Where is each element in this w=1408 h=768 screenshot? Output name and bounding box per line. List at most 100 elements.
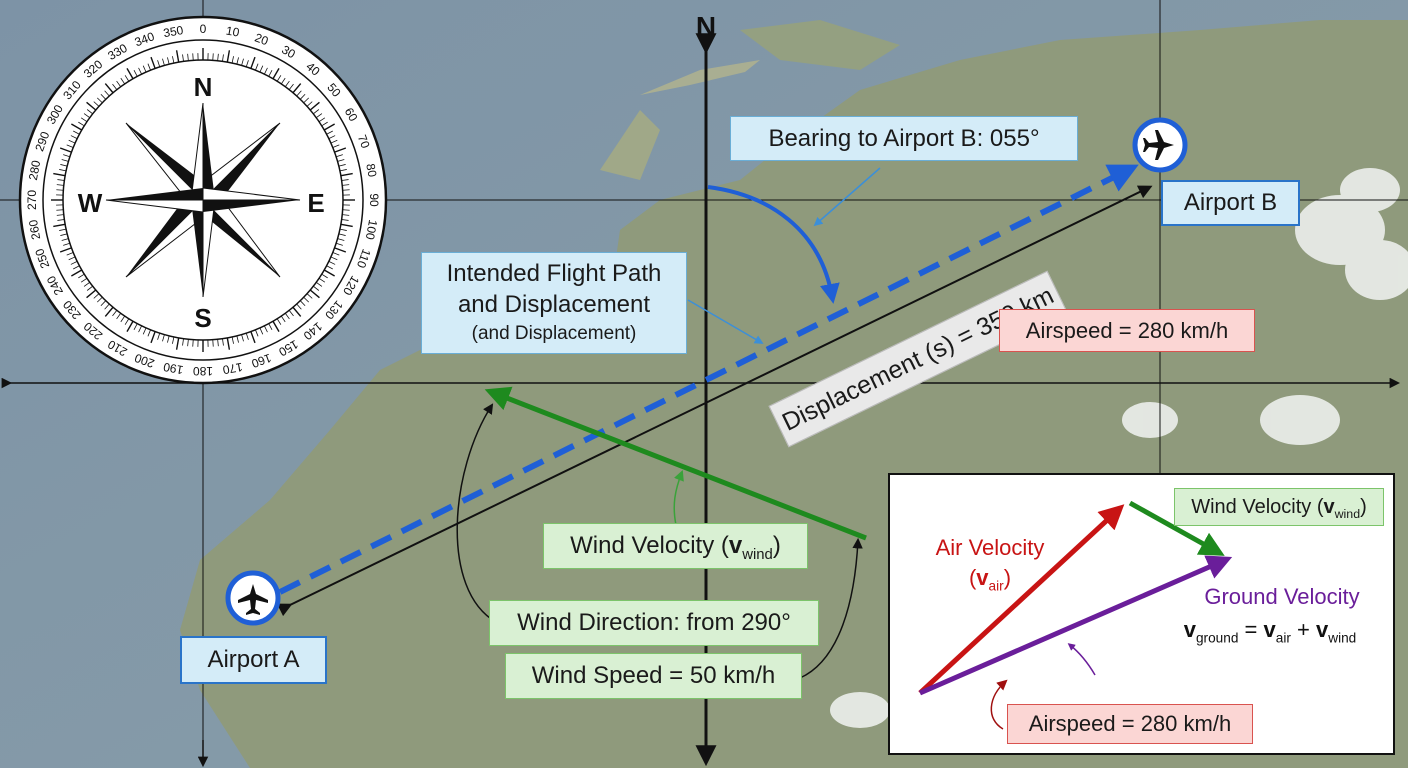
compass-degree-label: 180 [193,364,213,378]
compass-tick [268,323,273,330]
compass-tick [142,327,147,335]
compass-tick [78,121,85,127]
compass-w: W [78,188,103,218]
compass-degree-label: 10 [225,24,241,40]
compass-tick [280,77,286,85]
airport-b-label[interactable]: Airport B [1161,180,1300,226]
displacement-arrow [276,185,1153,617]
compass-tick [162,334,165,342]
compass-tick [100,93,107,100]
compass-tick [120,77,126,85]
intended-line3: (and Displacement) [471,323,637,344]
compass-tick [338,164,346,167]
compass-tick [187,339,189,347]
compass-tick [112,310,118,317]
eq-sub-wind: wind [1328,630,1357,646]
compass-tick [264,325,268,333]
compass-degree-label: 280 [26,159,43,181]
airport-a-marker[interactable] [225,570,281,626]
compass-tick [104,303,110,310]
compass-tick [236,57,239,65]
compass-degree-label: 260 [26,218,43,240]
intended-line2: and Displacement [457,291,651,318]
vector-addition-inset: Wind Velocity (vwind) Air Velocity (vair… [888,473,1395,755]
wind-direction-pointer [456,403,497,623]
bearing-label: Bearing to Airport B: 055° [730,116,1078,161]
compass-tick [138,67,142,75]
compass-tick [150,56,156,69]
compass-tick [264,67,268,75]
compass-tick [231,336,234,344]
inset-airspeed-pointer [990,679,1008,730]
compass-degree-label: 290 [32,129,52,153]
eq-plus: + [1290,617,1316,642]
inset-ground-label: Ground Velocity [1204,584,1360,609]
wind-velocity-subscript: wind [742,546,773,563]
island [600,110,660,180]
compass-tick [182,338,184,346]
compass-degree-label: 70 [355,133,373,151]
eq-sub-ground: ground [1195,630,1239,646]
compass-tick [60,233,68,236]
compass-tick [157,60,161,67]
compass-tick [337,159,345,162]
compass-degree-label: 250 [32,246,52,270]
compass-degree-label: 80 [363,163,379,179]
compass-tick [250,331,256,344]
compass-tick [80,117,88,123]
compass-tick [255,63,259,71]
eq-v-air: v [1263,617,1276,642]
compass-tick [59,147,72,153]
compass-degree-label: 340 [133,29,157,49]
compass-degree-label: 90 [367,193,381,207]
compass-tick [255,329,259,337]
compass-tick [288,83,294,90]
compass-tick [217,53,219,61]
eq-sub-air: air [1275,630,1291,646]
compass-tick [342,184,350,186]
compass-tick [124,318,130,325]
compass-tick [167,57,170,65]
compass-tick [116,80,122,87]
compass-tick [175,50,180,63]
compass-tick [334,147,347,153]
wind-velocity-pointer [673,470,684,526]
wind-velocity-close: ) [772,532,781,559]
compass-tick [332,144,340,148]
compass-tick [63,154,70,158]
north-label: N [696,11,716,42]
compass-tick [100,300,107,307]
inset-air-subscript: air [988,578,1004,594]
compass-tick [303,97,310,104]
compass-tick [299,93,306,100]
compass-degree-label: 30 [279,43,298,62]
compass-tick [112,83,118,90]
compass-tick [83,113,90,119]
airport-b-marker[interactable] [1132,117,1188,173]
compass-tick [104,83,114,94]
compass-tick [66,252,74,256]
compass-s: S [194,303,211,333]
compass-tick [187,53,189,61]
compass-tick [150,331,156,344]
compass-tick [241,334,244,342]
compass-tick [245,60,249,67]
compass-tick [96,296,103,303]
compass-tick [126,68,134,80]
wind-speed-label: Wind Speed = 50 km/h [505,653,802,699]
inset-air-open: ( [968,565,977,590]
compass-tick [318,117,326,123]
compass-tick [339,169,347,172]
compass-tick [120,315,126,323]
intended-flight-path [278,164,1139,595]
compass-n: N [194,72,213,102]
compass-tick [172,336,175,344]
airport-a-label[interactable]: Airport A [180,636,327,684]
compass-tick [182,54,184,62]
compass-tick [147,329,151,337]
compass-tick [167,335,170,343]
land-north [740,20,900,70]
inset-air-symbol: v [976,565,989,590]
compass-tick [316,113,323,119]
compass-tick [142,65,147,73]
